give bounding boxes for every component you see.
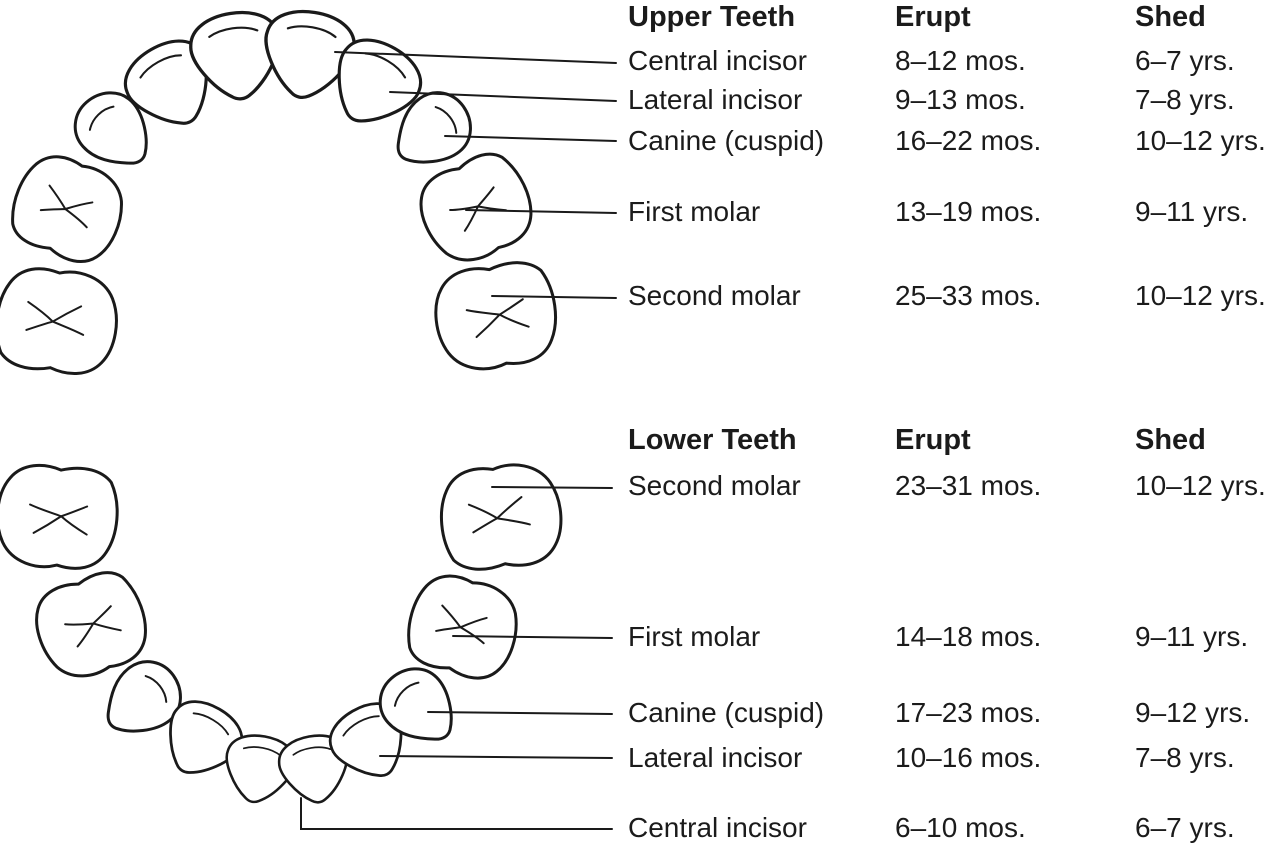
erupt-value: 17–23 mos. xyxy=(895,697,1042,728)
table-row: Canine (cuspid) 16–22 mos. 10–12 yrs. xyxy=(628,126,1266,156)
leader-line-upper-first-molar xyxy=(465,209,617,214)
erupt-value: 10–16 mos. xyxy=(895,742,1042,773)
tooth-upper-second-molar-left xyxy=(0,260,125,381)
shed-value: 10–12 yrs. xyxy=(1135,125,1266,156)
lower-table-header: Lower Teeth Erupt Shed xyxy=(628,425,1206,455)
tooth-label: Second molar xyxy=(628,280,801,311)
shed-column-header: Shed xyxy=(1135,424,1206,456)
table-row: Lateral incisor 9–13 mos. 7–8 yrs. xyxy=(628,85,1235,115)
tooth-label: Canine (cuspid) xyxy=(628,125,825,156)
leader-line-lower-lateral-incisor xyxy=(379,755,613,759)
upper-table-header: Upper Teeth Erupt Shed xyxy=(628,2,1206,32)
table-row: Second molar 23–31 mos. 10–12 yrs. xyxy=(628,471,1266,501)
tooth-label: First molar xyxy=(628,621,761,652)
tooth-label: Lateral incisor xyxy=(628,742,803,773)
shed-value: 6–7 yrs. xyxy=(1135,45,1235,76)
tooth-label: First molar xyxy=(628,196,761,227)
erupt-value: 8–12 mos. xyxy=(895,45,1026,76)
leader-line-upper-central-incisor xyxy=(334,51,617,64)
lower-table-title: Lower Teeth xyxy=(628,424,797,456)
upper-arch-illustration xyxy=(0,3,564,381)
shed-value: 7–8 yrs. xyxy=(1135,742,1235,773)
upper-table-title: Upper Teeth xyxy=(628,1,796,33)
tooth-lower-second-molar-left xyxy=(0,459,123,575)
leader-line-lower-central-incisor xyxy=(300,797,613,830)
shed-value: 9–12 yrs. xyxy=(1135,697,1251,728)
erupt-column-header: Erupt xyxy=(895,424,971,456)
erupt-value: 14–18 mos. xyxy=(895,621,1042,652)
lower-arch-illustration xyxy=(0,459,567,810)
shed-value: 9–11 yrs. xyxy=(1135,621,1249,652)
table-row: First molar 14–18 mos. 9–11 yrs. xyxy=(628,622,1248,652)
table-row: Central incisor 6–10 mos. 6–7 yrs. xyxy=(628,813,1235,843)
shed-value: 9–11 yrs. xyxy=(1135,196,1249,227)
tooth-lower-second-molar-right xyxy=(435,459,567,574)
tooth-label: Canine (cuspid) xyxy=(628,697,825,728)
erupt-value: 16–22 mos. xyxy=(895,125,1042,156)
shed-value: 10–12 yrs. xyxy=(1135,280,1266,311)
erupt-value: 6–10 mos. xyxy=(895,812,1026,843)
table-row: Lateral incisor 10–16 mos. 7–8 yrs. xyxy=(628,743,1235,773)
erupt-value: 23–31 mos. xyxy=(895,470,1042,501)
table-row: First molar 13–19 mos. 9–11 yrs. xyxy=(628,197,1248,227)
table-row: Canine (cuspid) 17–23 mos. 9–12 yrs. xyxy=(628,698,1250,728)
tooth-label: Second molar xyxy=(628,470,801,501)
erupt-value: 25–33 mos. xyxy=(895,280,1042,311)
tooth-upper-first-molar-left xyxy=(0,142,138,275)
erupt-value: 9–13 mos. xyxy=(895,84,1026,115)
tooth-label: Central incisor xyxy=(628,812,807,843)
table-row: Second molar 25–33 mos. 10–12 yrs. xyxy=(628,281,1266,311)
leader-lines xyxy=(300,51,617,830)
shed-value: 10–12 yrs. xyxy=(1135,470,1266,501)
leader-line-upper-second-molar xyxy=(491,295,617,299)
shed-value: 6–7 yrs. xyxy=(1135,812,1235,843)
tooth-upper-second-molar-right xyxy=(428,256,564,377)
leader-line-lower-second-molar xyxy=(491,486,613,489)
tooth-label: Lateral incisor xyxy=(628,84,803,115)
shed-column-header: Shed xyxy=(1135,1,1206,33)
leader-line-upper-lateral-incisor xyxy=(389,91,617,102)
erupt-column-header: Erupt xyxy=(895,1,971,33)
erupt-value: 13–19 mos. xyxy=(895,196,1042,227)
tooth-label: Central incisor xyxy=(628,45,807,76)
leader-line-lower-first-molar xyxy=(452,635,613,639)
leader-line-upper-canine xyxy=(444,135,617,142)
shed-value: 7–8 yrs. xyxy=(1135,84,1235,115)
leader-line-lower-canine xyxy=(427,711,613,715)
table-row: Central incisor 8–12 mos. 6–7 yrs. xyxy=(628,46,1235,76)
